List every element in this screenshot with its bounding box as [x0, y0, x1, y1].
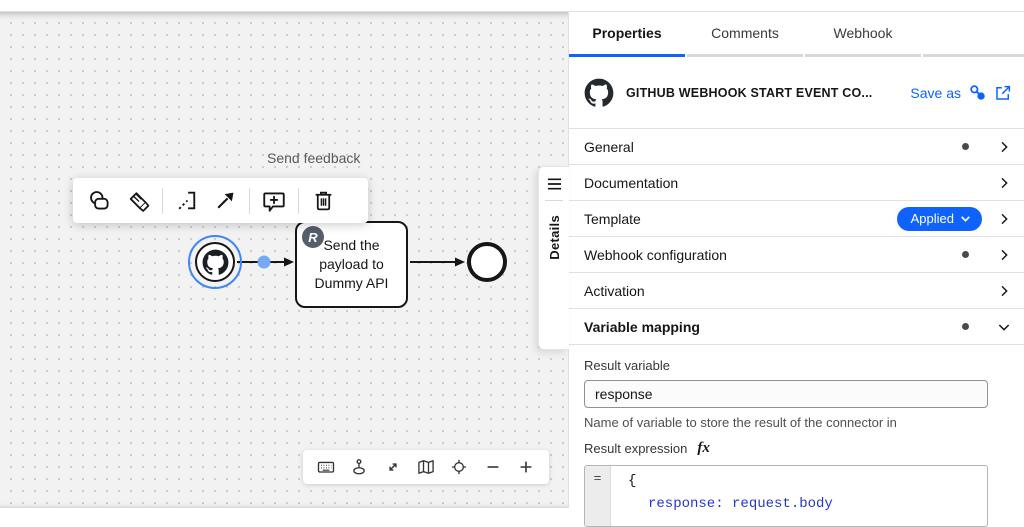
section-webhook-configuration[interactable]: Webhook configuration	[569, 237, 1024, 273]
chevron-right-icon	[1001, 213, 1008, 224]
properties-panel: Properties Comments Webhook GITHUB WEBHO…	[569, 12, 1024, 527]
bpmn-canvas[interactable]: Send feedback	[0, 12, 569, 508]
details-tab-label: Details	[546, 215, 562, 260]
chevron-down-icon	[961, 216, 970, 222]
canvas-toolbar	[303, 450, 549, 484]
result-expression-label: Result expression	[584, 441, 688, 456]
context-pad-divider	[162, 187, 163, 214]
feel-fx-icon: fx	[697, 440, 710, 456]
task-label-line3: Dummy API	[314, 275, 389, 291]
panel-tabs: Properties Comments Webhook	[569, 12, 1024, 57]
zoom-in-icon[interactable]	[513, 454, 539, 480]
edited-dot	[962, 143, 969, 150]
external-link-icon[interactable]	[994, 84, 1012, 102]
connect-arrow-icon[interactable]	[206, 182, 244, 220]
section-label: Activation	[584, 282, 645, 299]
chevron-right-icon	[1001, 177, 1008, 188]
result-variable-label: Result variable	[584, 358, 670, 373]
reset-viewport-icon[interactable]	[446, 454, 472, 480]
result-variable-input[interactable]	[584, 380, 988, 408]
github-icon	[202, 249, 228, 275]
section-documentation[interactable]: Documentation	[569, 165, 1024, 201]
send-feedback-link[interactable]: Send feedback	[267, 150, 361, 166]
link-element-icon[interactable]	[168, 182, 206, 220]
chevron-right-icon	[1001, 285, 1008, 296]
edited-dot	[962, 323, 969, 330]
section-label: Documentation	[584, 174, 679, 191]
context-pad-divider	[298, 187, 299, 214]
chevron-down-icon	[998, 323, 1010, 331]
tab-filler	[923, 12, 1024, 57]
save-as-link[interactable]: Save as	[910, 83, 1012, 102]
add-comment-icon[interactable]	[255, 182, 293, 220]
rest-connector-badge: R	[302, 226, 324, 248]
details-tab-divider	[545, 200, 563, 201]
end-event[interactable]	[467, 242, 507, 282]
tab-comments[interactable]: Comments	[687, 12, 803, 57]
code-area[interactable]: { response: request.body	[611, 466, 987, 526]
selection-ring	[188, 235, 242, 289]
result-variable-help: Name of variable to store the result of …	[584, 415, 897, 430]
minimap-icon[interactable]	[413, 454, 439, 480]
section-label: Template	[584, 210, 641, 227]
code-line-1: {	[628, 473, 637, 489]
link-icon[interactable]	[968, 83, 987, 102]
chevron-right-icon	[1001, 249, 1008, 260]
section-variable-mapping[interactable]: Variable mapping	[569, 309, 1024, 345]
details-panel-tab[interactable]: Details	[538, 166, 569, 350]
section-label: General	[584, 138, 634, 155]
delete-trash-icon[interactable]	[304, 182, 342, 220]
panel-toggle-icon	[547, 178, 561, 190]
task-label-line1: Send the	[323, 237, 380, 253]
tab-properties[interactable]: Properties	[569, 12, 685, 57]
result-expression-editor[interactable]: = { response: request.body	[584, 465, 988, 527]
section-activation[interactable]: Activation	[569, 273, 1024, 309]
fullscreen-icon[interactable]	[380, 454, 406, 480]
github-avatar-icon	[584, 78, 614, 107]
change-element-brush-icon[interactable]	[119, 182, 157, 220]
context-pad	[73, 178, 368, 223]
section-general[interactable]: General	[569, 129, 1024, 165]
code-line-2: response: request.body	[648, 496, 833, 512]
zoom-out-icon[interactable]	[480, 454, 506, 480]
tab-webhook[interactable]: Webhook	[805, 12, 921, 57]
save-as-label: Save as	[910, 84, 961, 101]
task-send-payload[interactable]: R Send the payload to Dummy API	[295, 221, 408, 308]
github-webhook-start-event[interactable]	[195, 242, 235, 282]
hand-tool-icon[interactable]	[346, 454, 372, 480]
applied-badge-label: Applied	[910, 211, 954, 226]
feel-equals-gutter: =	[585, 466, 611, 526]
app-header-edge	[0, 0, 1024, 12]
append-shape-icon[interactable]	[81, 182, 119, 220]
element-header: GITHUB WEBHOOK START EVENT CO... Save as	[569, 57, 1024, 129]
task-label-line2: payload to	[319, 256, 384, 272]
context-pad-divider	[249, 187, 250, 214]
variable-mapping-body: Result variable Name of variable to stor…	[569, 345, 1024, 527]
chevron-right-icon	[1001, 141, 1008, 152]
keyboard-shortcuts-icon[interactable]	[313, 454, 339, 480]
template-applied-badge[interactable]: Applied	[896, 206, 982, 231]
section-template[interactable]: Template Applied	[569, 201, 1024, 237]
element-title: GITHUB WEBHOOK START EVENT CO...	[626, 85, 873, 100]
edited-dot	[962, 251, 969, 258]
section-label: Webhook configuration	[584, 246, 727, 263]
section-label: Variable mapping	[584, 318, 700, 335]
